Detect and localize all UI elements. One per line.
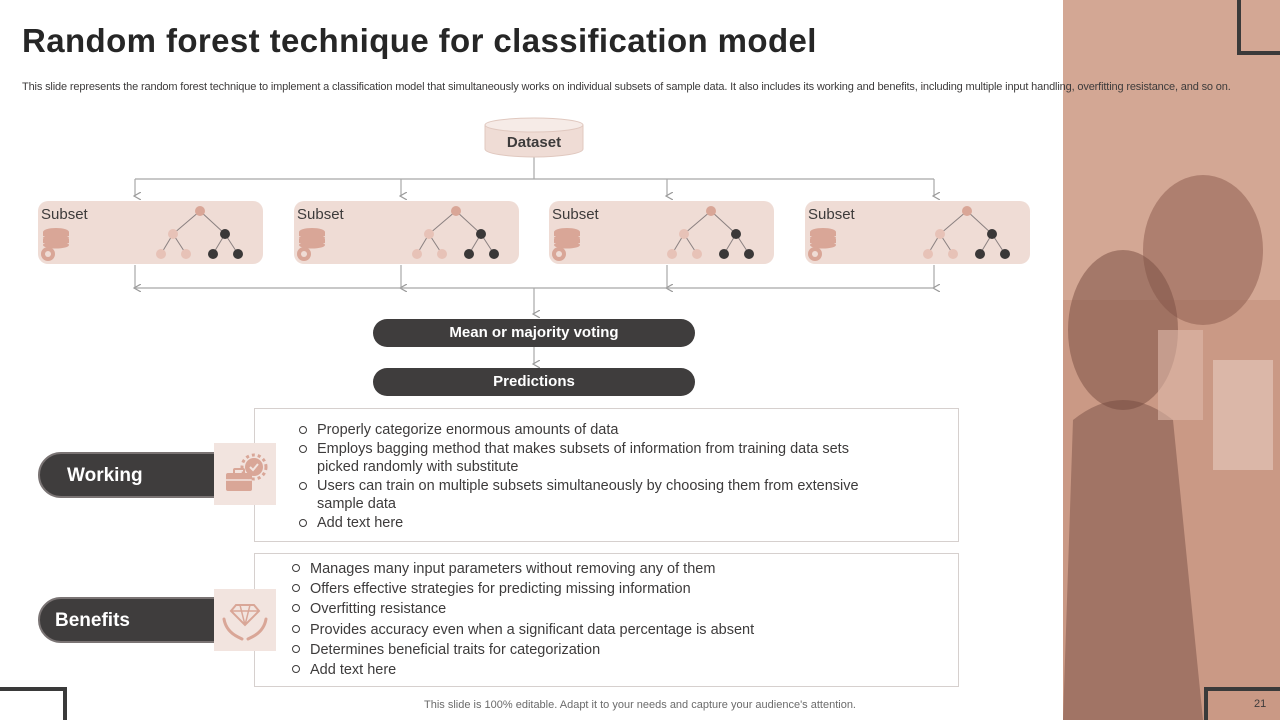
list-item: Provides accuracy even when a significan… (292, 620, 910, 640)
corner-decoration-top-right (1237, 0, 1280, 55)
decision-tree-icon (412, 206, 499, 259)
footer-note: This slide is 100% editable. Adapt it to… (424, 699, 856, 711)
corner-decoration-bottom-left (0, 687, 67, 720)
database-gear-icon (297, 228, 325, 261)
database-gear-icon (552, 228, 580, 261)
benefits-text-box: Manages many input parameters without re… (254, 553, 959, 687)
working-icon-box (214, 443, 276, 505)
subset-box-3: Subset (549, 201, 774, 264)
predictions-pill: Predictions (373, 368, 695, 396)
dataset-cylinder (484, 117, 584, 158)
hands-diamond-icon (222, 604, 268, 641)
slide-description: This slide represents the random forest … (22, 81, 1231, 93)
dataset-label: Dataset (506, 134, 562, 151)
subset-box-1: Subset (38, 201, 263, 264)
database-gear-icon (41, 228, 69, 261)
list-item: Add text here (299, 514, 877, 533)
list-item: Add text here (292, 660, 910, 680)
working-tab: Working (38, 452, 216, 498)
benefits-list: Manages many input parameters without re… (292, 559, 910, 680)
background-photo (1063, 0, 1280, 720)
benefits-tab: Benefits (38, 597, 216, 643)
slide-title: Random forest technique for classificati… (22, 22, 817, 59)
list-item: Overfitting resistance (292, 599, 910, 619)
list-item: Users can train on multiple subsets simu… (299, 477, 877, 514)
decision-tree-icon (923, 206, 1010, 259)
decision-tree-icon (156, 206, 243, 259)
list-item: Determines beneficial traits for categor… (292, 640, 910, 660)
subset-label: Subset (552, 206, 599, 223)
list-item: Employs bagging method that makes subset… (299, 440, 877, 477)
list-item: Offers effective strategies for predicti… (292, 579, 910, 599)
subset-label: Subset (41, 206, 88, 223)
working-list: Properly categorize enormous amounts of … (299, 421, 877, 533)
subset-label: Subset (297, 206, 344, 223)
flow-connectors (0, 157, 1060, 420)
page-number: 21 (1254, 698, 1267, 710)
subset-box-2: Subset (294, 201, 519, 264)
database-gear-icon (808, 228, 836, 261)
subset-box-4: Subset (805, 201, 1030, 264)
toolbox-gear-icon (226, 453, 268, 491)
list-item: Manages many input parameters without re… (292, 559, 910, 579)
list-item: Properly categorize enormous amounts of … (299, 421, 877, 440)
benefits-icon-box (214, 589, 276, 651)
subset-label: Subset (808, 206, 855, 223)
decision-tree-icon (667, 206, 754, 259)
working-text-box: Properly categorize enormous amounts of … (254, 408, 959, 542)
corner-decoration-bottom-right (1204, 687, 1280, 720)
voting-pill: Mean or majority voting (373, 319, 695, 347)
